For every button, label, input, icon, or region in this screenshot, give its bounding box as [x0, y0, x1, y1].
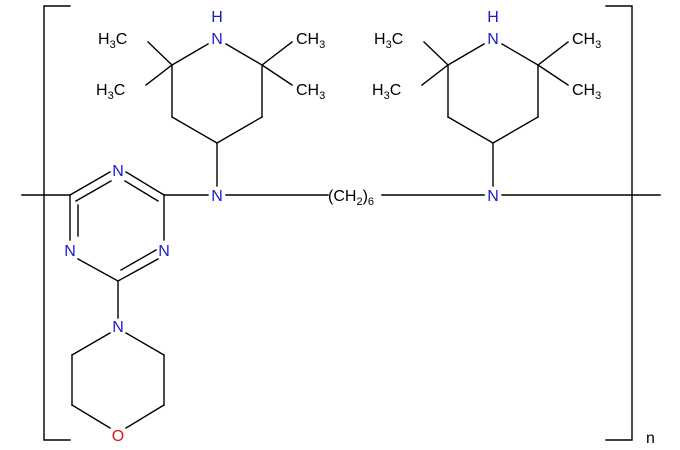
triazine-ring — [69, 171, 165, 282]
amine-n-right: N — [487, 188, 499, 205]
methyl-label-e: H3C — [374, 31, 403, 51]
triazine-n-right: N — [158, 243, 170, 260]
right-bracket — [605, 5, 633, 441]
methyl-label-g: H3C — [372, 82, 401, 102]
nh-n-left: N — [211, 31, 223, 48]
hexamethylene-linker-label: (CH2)6 — [328, 188, 374, 208]
piperidine-ring-left — [145, 41, 293, 187]
morpholine-o: O — [112, 428, 124, 445]
methyl-label-d: CH3 — [296, 82, 325, 102]
methyl-label-h: CH3 — [572, 82, 601, 102]
methyl-label-b: CH3 — [296, 31, 325, 51]
left-bracket — [43, 5, 71, 441]
morpholine-ring — [71, 280, 165, 429]
triazine-n-left: N — [64, 243, 76, 260]
nh-h-right: H — [487, 9, 499, 26]
methyl-label-c: H3C — [96, 82, 125, 102]
nh-h-left: H — [211, 9, 223, 26]
amine-n-left: N — [211, 188, 223, 205]
morpholine-n: N — [112, 319, 124, 336]
nh-n-right: N — [487, 31, 499, 48]
methyl-label-a: H3C — [98, 31, 127, 51]
piperidine-ring-right — [421, 41, 569, 187]
repeat-unit-n: n — [646, 430, 655, 447]
methyl-label-f: CH3 — [572, 31, 601, 51]
triazine-n-top: N — [112, 163, 124, 180]
